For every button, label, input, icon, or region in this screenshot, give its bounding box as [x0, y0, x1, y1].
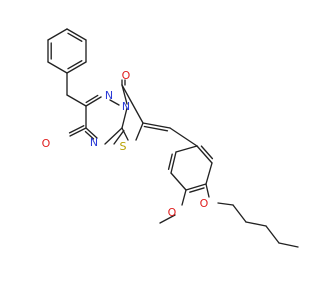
- bond: [170, 172, 187, 191]
- bond: [66, 61, 87, 74]
- bond: [47, 61, 68, 74]
- bond: [66, 94, 87, 107]
- atom-label-n-ring-lower: N: [90, 136, 98, 149]
- bond: [69, 127, 87, 137]
- bond: [142, 122, 171, 129]
- double-bond: [143, 125, 169, 132]
- double-bond-inner: [167, 153, 173, 171]
- atom-label-n-ring-upper: N: [105, 89, 113, 102]
- atom-label-o-hexyloxy: O: [200, 197, 209, 210]
- bond: [205, 162, 213, 185]
- bond: [196, 145, 213, 164]
- bond: [85, 127, 98, 139]
- double-bond-inner: [84, 130, 95, 140]
- bond: [47, 28, 68, 41]
- bond: [265, 225, 280, 244]
- bond: [217, 202, 234, 206]
- atom-label-s-thiazole: S: [120, 140, 127, 153]
- bond: [232, 204, 247, 223]
- bond: [169, 127, 198, 147]
- atom-label-n-bridge: N: [122, 100, 130, 113]
- bond: [66, 28, 87, 41]
- bond: [121, 84, 144, 124]
- background: [0, 0, 300, 300]
- bond: [245, 221, 267, 227]
- bond: [121, 127, 129, 141]
- double-bond-inner: [67, 60, 83, 70]
- bond: [109, 99, 120, 106]
- double-bond: [68, 125, 85, 134]
- bond: [121, 107, 128, 129]
- bond-lines: [47, 28, 299, 248]
- bond: [185, 183, 207, 191]
- double-bond-inner: [85, 94, 99, 104]
- bond: [205, 183, 210, 198]
- bond: [135, 122, 144, 141]
- bond: [104, 127, 123, 145]
- bond: [170, 151, 177, 174]
- atom-label-o-carbonyl-left: O: [42, 137, 51, 150]
- double-bond-inner: [189, 187, 205, 193]
- atom-label-o-methoxy: O: [168, 206, 177, 219]
- bond: [181, 189, 187, 206]
- bond: [85, 96, 102, 107]
- bond: [175, 145, 198, 153]
- atom-label-o-carbonyl-top: O: [122, 69, 131, 82]
- double-bond-inner: [67, 32, 83, 42]
- bond: [159, 214, 176, 224]
- bond: [121, 84, 128, 105]
- bond: [278, 242, 299, 248]
- double-bond-inner: [113, 129, 125, 145]
- double-bond-inner: [200, 145, 214, 160]
